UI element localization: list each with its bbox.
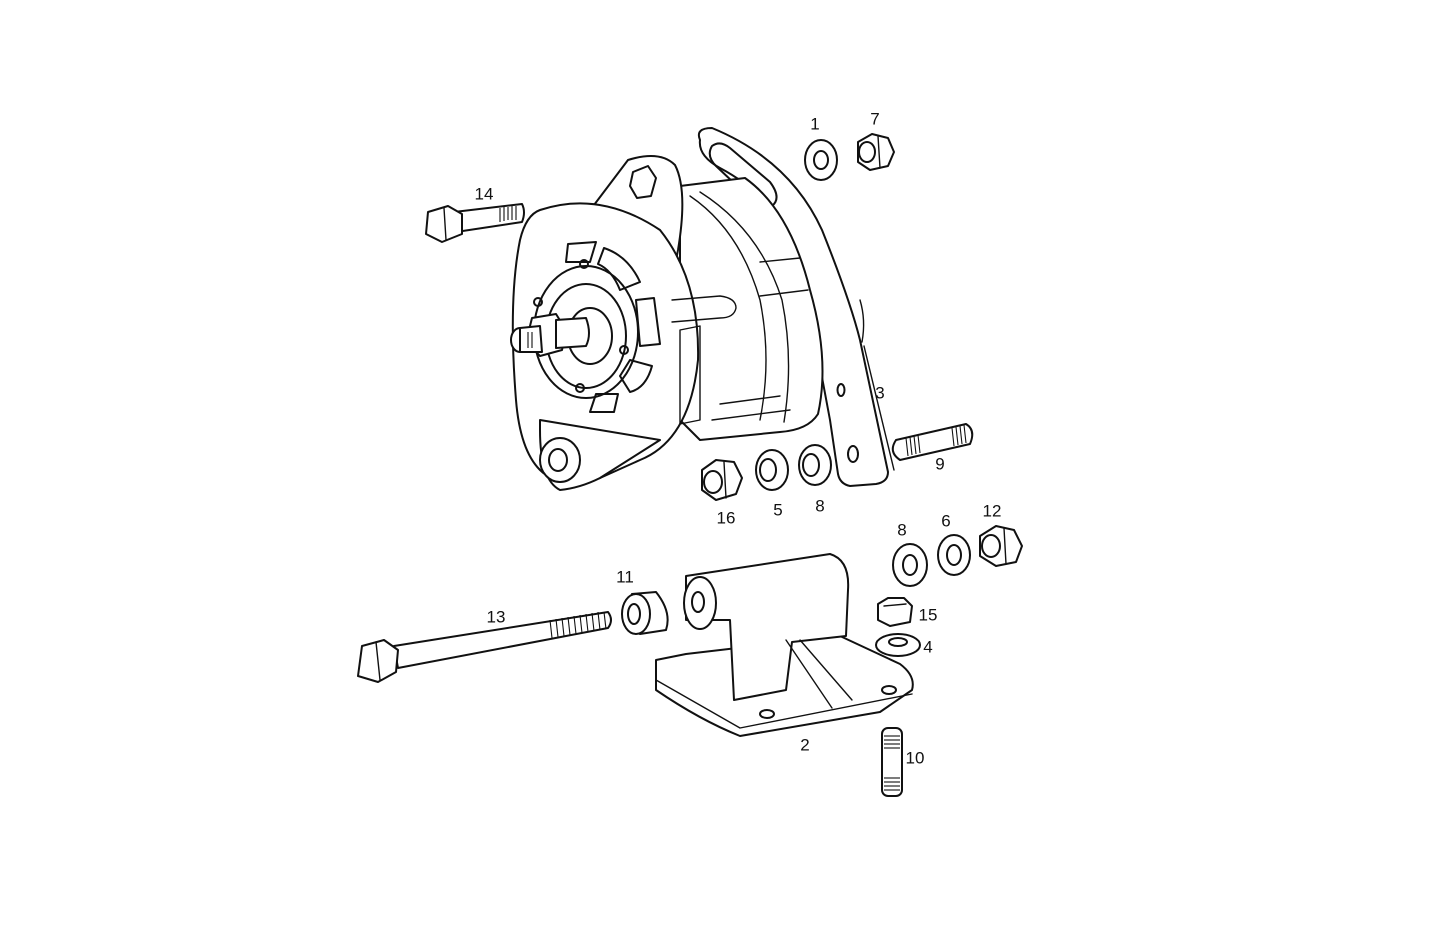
washer-part-8-upper[interactable] <box>798 444 832 486</box>
callout-12: 12 <box>982 501 1002 521</box>
callout-9: 9 <box>935 454 945 474</box>
callout-7: 7 <box>870 109 880 129</box>
bushing-part-11[interactable] <box>621 591 669 635</box>
callout-6: 6 <box>941 511 951 531</box>
washer-part-8-lower[interactable] <box>892 543 928 587</box>
callout-16: 16 <box>716 508 736 528</box>
callout-2: 2 <box>800 735 810 755</box>
callout-13: 13 <box>486 607 506 627</box>
alternator-body[interactable] <box>510 155 824 491</box>
spacer-part-5[interactable] <box>755 449 789 491</box>
washer-part-1[interactable] <box>804 139 838 181</box>
callout-11: 11 <box>616 567 634 587</box>
washer-part-4[interactable] <box>875 633 921 657</box>
callout-1: 1 <box>810 114 820 134</box>
callout-8-upper: 8 <box>815 496 825 516</box>
bolt-part-14[interactable] <box>425 203 525 243</box>
nut-part-12[interactable] <box>979 525 1023 567</box>
nut-part-7[interactable] <box>857 133 895 171</box>
stud-part-10[interactable] <box>881 727 903 797</box>
long-bolt-part-13[interactable] <box>357 611 612 683</box>
callout-3: 3 <box>875 383 885 403</box>
mounting-bracket-part-2[interactable] <box>655 553 914 737</box>
callout-8-lower: 8 <box>897 520 907 540</box>
callout-14: 14 <box>474 184 494 204</box>
callout-10: 10 <box>905 748 925 768</box>
callout-4: 4 <box>923 637 933 657</box>
nut-part-15[interactable] <box>877 597 913 627</box>
stud-part-9[interactable] <box>891 423 974 461</box>
nut-part-16[interactable] <box>701 459 743 501</box>
spring-washer-part-6[interactable] <box>937 534 971 576</box>
callout-5: 5 <box>773 500 783 520</box>
callout-15: 15 <box>918 605 938 625</box>
